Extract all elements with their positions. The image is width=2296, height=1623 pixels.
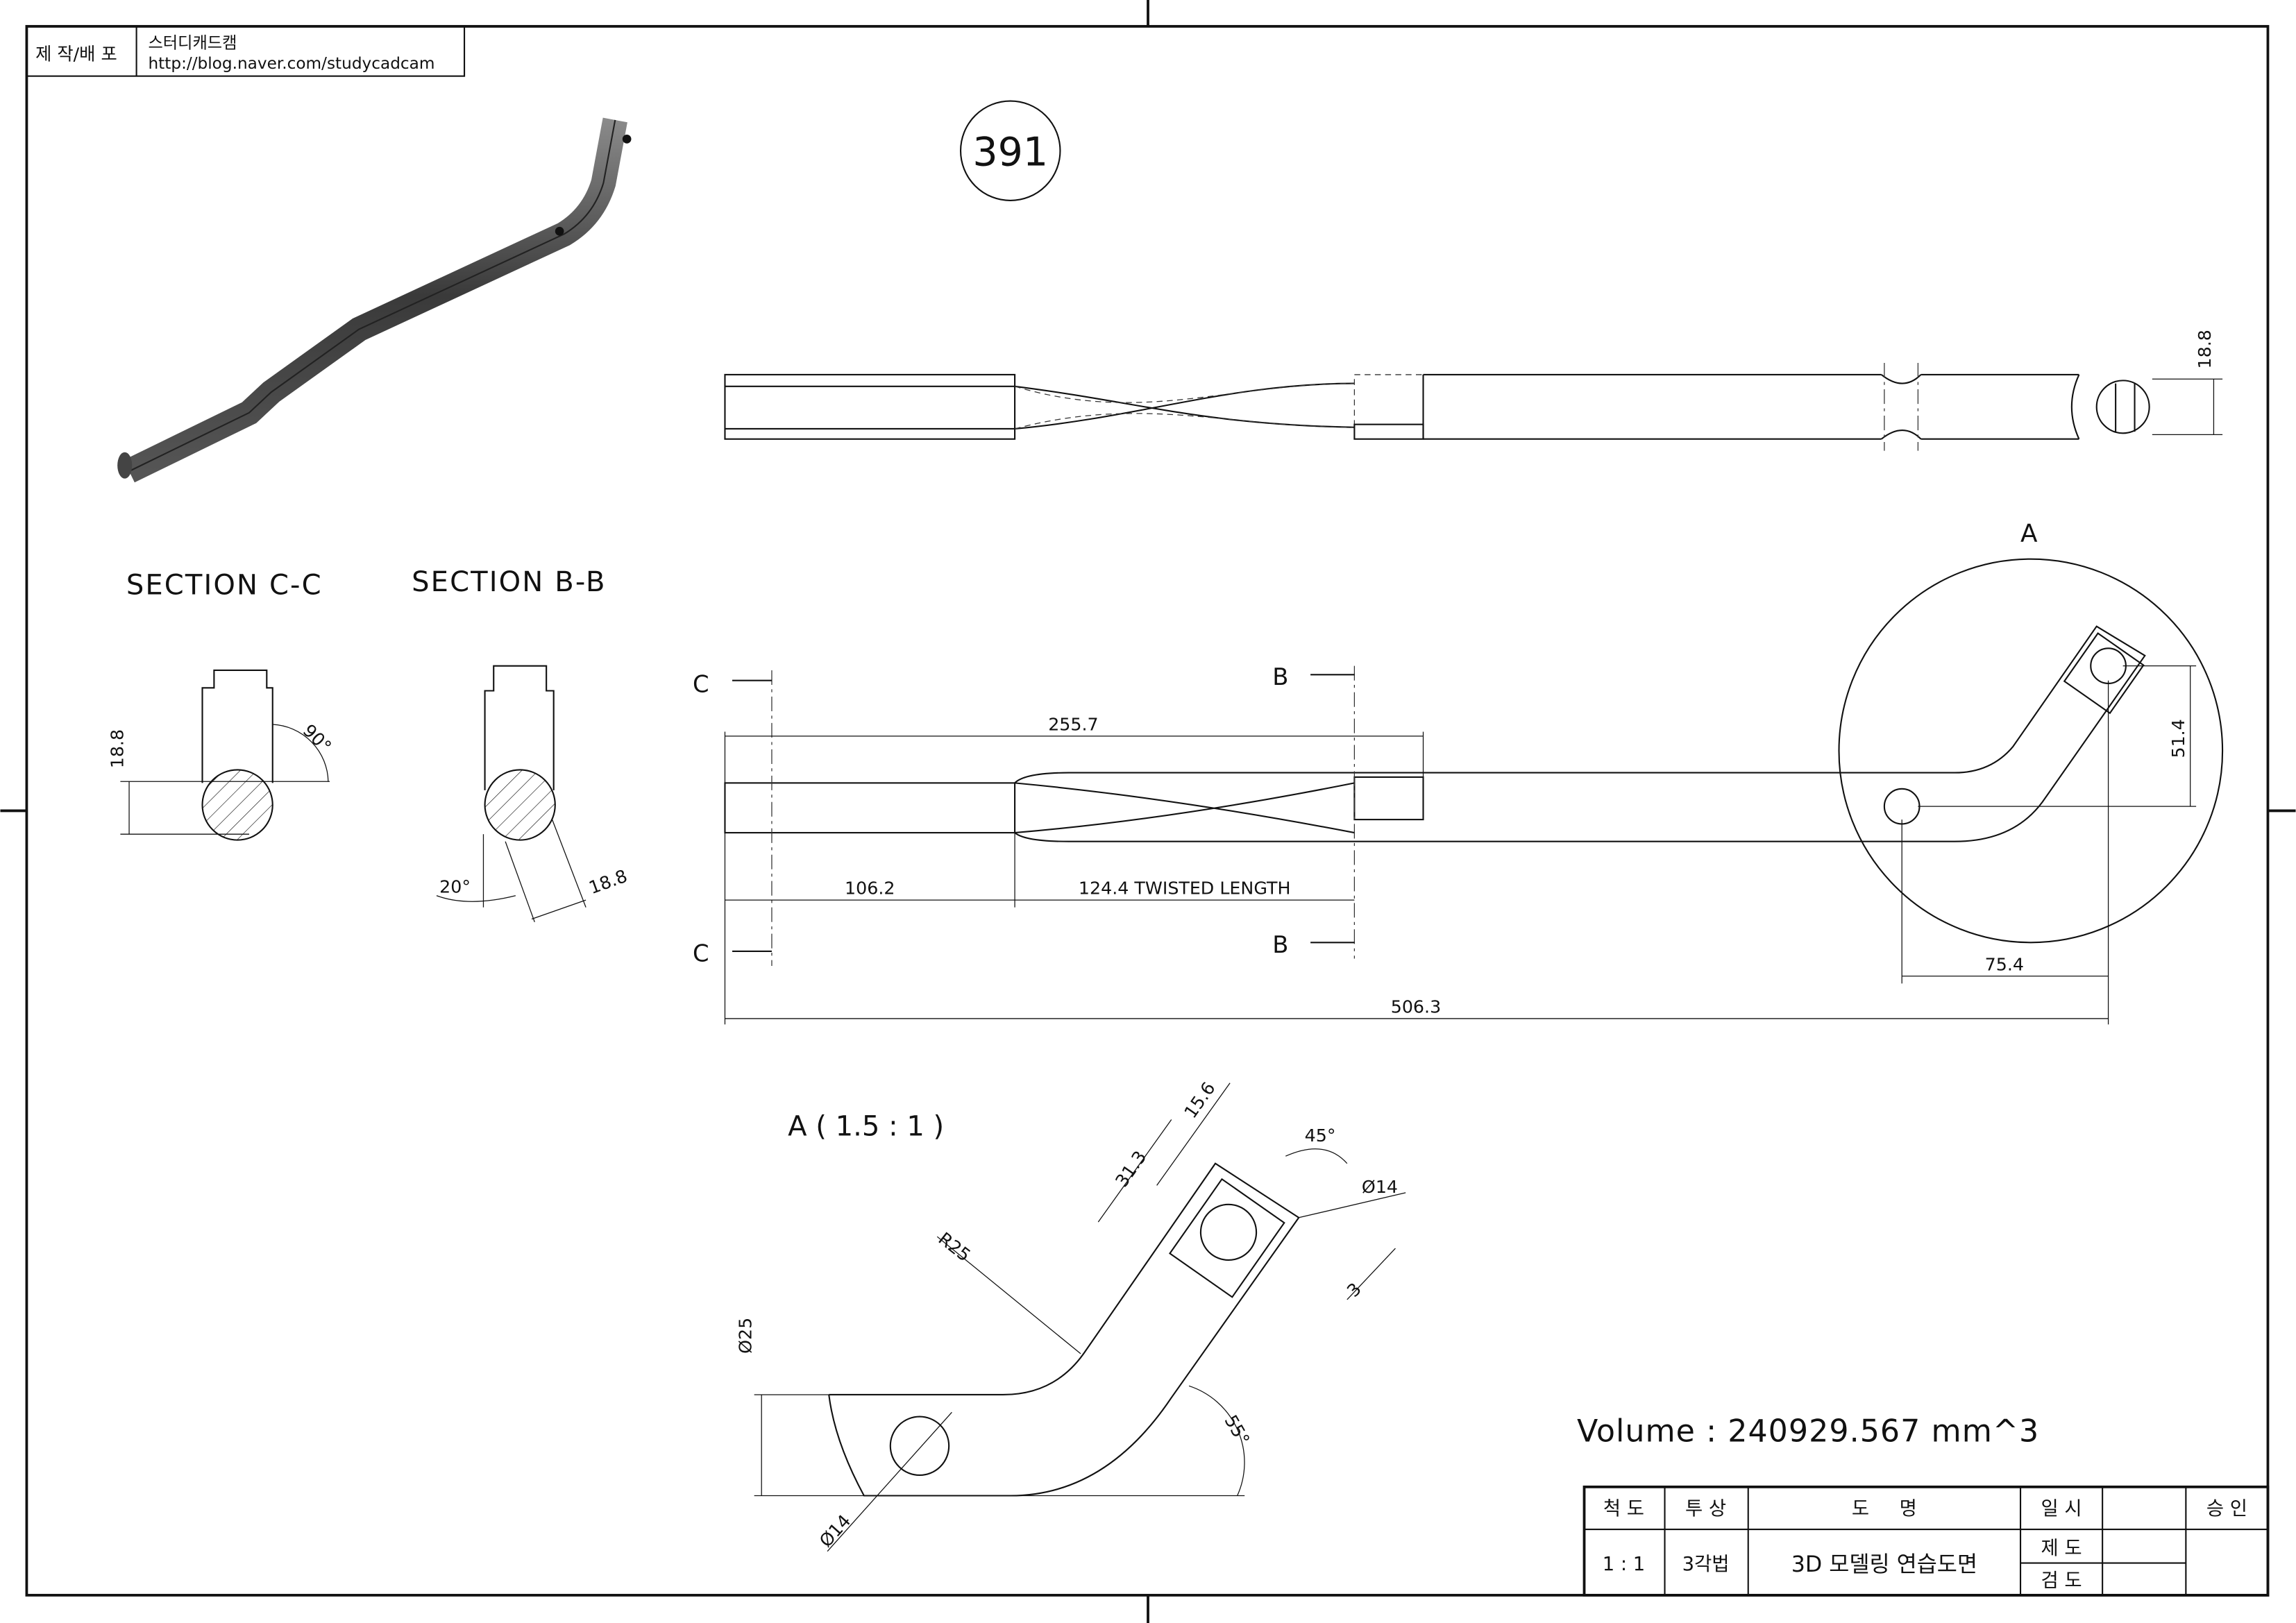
cut-c-top: C bbox=[693, 671, 709, 698]
projection-label: 투 상 bbox=[1685, 1498, 1726, 1520]
cut-b-bottom: B bbox=[1272, 931, 1288, 958]
front-view: A C C B B 255.7 106.2 124.4 TWISTED LENG… bbox=[693, 519, 2224, 1025]
detail-a45: 45° bbox=[1305, 1125, 1336, 1146]
detail-d14-top: Ø14 bbox=[1362, 1177, 1398, 1197]
checked-label: 검 도 bbox=[2041, 1570, 2082, 1591]
scale-value: 1 : 1 bbox=[1603, 1554, 1646, 1575]
detail-a-view: A ( 1.5 : 1 ) Ø25 55° Ø14 R25 31.3 15.6 … bbox=[735, 1078, 1406, 1552]
detail-a-label: A bbox=[2020, 519, 2038, 547]
detail-31-3: 31.3 bbox=[1111, 1147, 1150, 1191]
detail-r25: R25 bbox=[935, 1228, 974, 1266]
section-c-angle: 90° bbox=[299, 720, 335, 756]
isometric-view bbox=[117, 117, 632, 483]
section-b-dim: 18.8 bbox=[586, 866, 630, 899]
detail-15-6: 15.6 bbox=[1181, 1078, 1219, 1122]
maker-name: 스터디캐드캠 bbox=[148, 34, 237, 53]
detail-d25: Ø25 bbox=[735, 1318, 755, 1354]
dim-75-4: 75.4 bbox=[1985, 954, 2024, 974]
cut-b-top: B bbox=[1272, 663, 1288, 690]
section-b-title: SECTION B-B bbox=[412, 566, 606, 598]
section-c-c: SECTION C-C 18.8 90° bbox=[108, 569, 335, 841]
section-b-angle: 20° bbox=[439, 877, 471, 897]
title-block: 척 도 투 상 도 명 일 시 승 인 1 : 1 3각법 3D 모델링 연습도… bbox=[1582, 1485, 2270, 1597]
cut-c-bottom: C bbox=[693, 940, 709, 967]
detail-a-title: A ( 1.5 : 1 ) bbox=[788, 1111, 944, 1143]
dim-106-2: 106.2 bbox=[845, 878, 895, 899]
dim-twisted-length: 124.4 TWISTED LENGTH bbox=[1079, 878, 1291, 899]
maker-label: 제 작/배 포 bbox=[35, 44, 117, 64]
scale-label: 척 도 bbox=[1603, 1498, 1644, 1520]
maker-box: 제 작/배 포 스터디캐드캠 http://blog.naver.com/stu… bbox=[26, 25, 466, 77]
dim-255-7: 255.7 bbox=[1048, 714, 1098, 734]
drawing-number: 391 bbox=[972, 129, 1048, 175]
drawn-label: 제 도 bbox=[2041, 1538, 2082, 1559]
drawing-name-label: 도 명 bbox=[1852, 1498, 1917, 1520]
detail-d3: 3 bbox=[1343, 1279, 1365, 1301]
section-b-b: SECTION B-B 20° 18.8 bbox=[412, 566, 630, 922]
detail-a55: 55° bbox=[1220, 1411, 1253, 1448]
top-dim-18-8: 18.8 bbox=[2195, 330, 2215, 368]
date-label: 일 시 bbox=[2041, 1498, 2082, 1520]
dim-51-4: 51.4 bbox=[2168, 719, 2188, 758]
dim-506-3: 506.3 bbox=[1391, 997, 1441, 1017]
projection-value: 3각법 bbox=[1682, 1554, 1730, 1575]
maker-url: http://blog.naver.com/studycadcam bbox=[148, 54, 434, 73]
drawing-name-value: 3D 모델링 연습도면 bbox=[1791, 1552, 1977, 1577]
section-c-title: SECTION C-C bbox=[126, 569, 323, 601]
detail-d14-bottom: Ø14 bbox=[816, 1511, 854, 1551]
drawing-number-balloon: 391 bbox=[959, 100, 1061, 202]
approve-label: 승 인 bbox=[2206, 1498, 2247, 1520]
top-view: 18.8 bbox=[724, 330, 2223, 451]
section-c-dim: 18.8 bbox=[108, 729, 128, 768]
volume-text: Volume : 240929.567 mm^3 bbox=[1577, 1413, 2039, 1449]
